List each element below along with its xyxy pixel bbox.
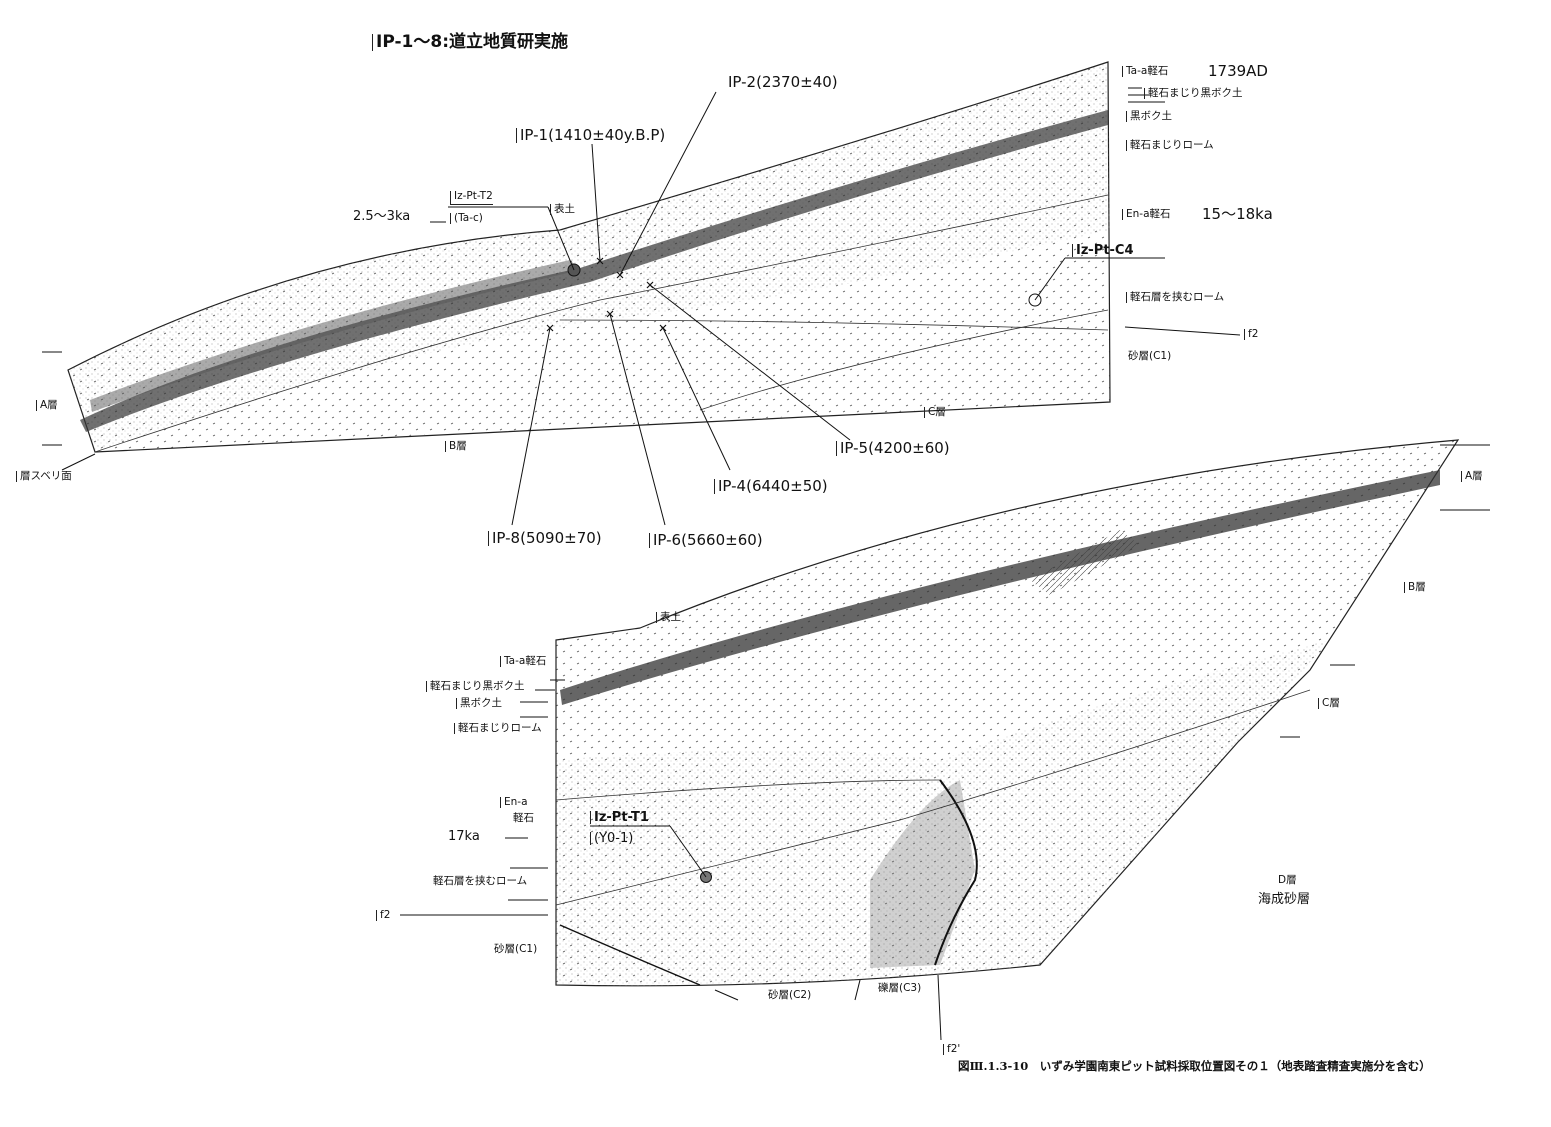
legend-ta-a: Ta-a軽石	[1122, 66, 1168, 77]
legend-pumice-loam: 軽石まじりローム	[1126, 140, 1214, 151]
lower-f2-label: f2	[376, 910, 390, 921]
lower-gravel-c3-label: 礫層(C3)	[878, 982, 922, 994]
iz-pt-t2-label: Iz-Pt-T2	[450, 191, 493, 205]
slip-surface-label: 層スベリ面	[16, 471, 72, 482]
iz-pt-c4-label: Iz-Pt-C4	[1072, 244, 1134, 257]
lower-c-layer-label: C層	[1318, 698, 1340, 709]
upper-layer-boundary	[94, 194, 1109, 453]
lower-pumice-label: 軽石	[513, 812, 534, 824]
upper-leaders	[42, 87, 1241, 526]
upper-f2-label: f2	[1244, 329, 1258, 340]
upper-b-layer-label: B層	[445, 441, 467, 452]
legend-loam-pumice: 軽石層を挟むローム	[1126, 292, 1224, 303]
lower-fault	[934, 779, 978, 966]
lower-dark-band	[560, 470, 1440, 705]
lower-black-label: 黒ボク土	[456, 698, 502, 709]
sample-ip6-label: IP-6(5660±60)	[649, 533, 763, 548]
lower-ta-a-label: Ta-a軽石	[500, 656, 546, 667]
sample-ip2-label: IP-2(2370±40)	[728, 73, 838, 91]
lower-layer-boundary-2	[555, 779, 941, 801]
ta-c-label: (Ta-c)	[450, 213, 483, 224]
upper-layer-boundary-2	[559, 319, 1109, 331]
legend-pumice-black: 軽石まじり黒ボク土	[1144, 88, 1243, 99]
lower-hyodo-label: 表土	[656, 612, 681, 623]
lower-pumice-black-label: 軽石まじり黒ボク土	[426, 681, 525, 692]
figure-caption: 図Ⅲ.1.3-10 いずみ学園南東ピット試料採取位置図その１（地表踏査精査実施分…	[958, 1059, 1431, 1073]
yo1-label: (Y0-1)	[590, 832, 633, 845]
lower-leaders	[400, 444, 1490, 1041]
upper-dark-band	[80, 110, 1108, 432]
iz-pt-t1-label: Iz-Pt-T1	[590, 811, 649, 824]
lower-a-layer-label: A層	[1461, 471, 1483, 482]
lower-sand-c2-label: 砂層(C2)	[768, 989, 812, 1001]
legend-ta-a-age: 1739AD	[1208, 62, 1268, 80]
upper-a-layer-label: A層	[36, 400, 58, 411]
upper-section	[42, 61, 1241, 526]
lower-age-label: 17ka	[448, 829, 480, 844]
sample-ip4-label: IP-4(6440±50)	[714, 479, 828, 494]
lower-gravel-zone	[870, 780, 975, 968]
upper-c-layer-label: C層	[924, 407, 946, 418]
lower-section	[400, 439, 1490, 1041]
lower-sand-c1-label: 砂層(C1)	[494, 943, 538, 955]
lower-slip	[559, 924, 701, 986]
lower-d-layer-label: D層	[1278, 874, 1297, 886]
lower-hatched-zone	[1030, 530, 1140, 595]
legend-en-a-age: 15〜18ka	[1202, 205, 1273, 223]
lower-fine-texture	[556, 750, 1040, 986]
lower-en-a-label: En-a	[500, 797, 528, 808]
upper-fine-texture	[68, 62, 1110, 452]
sample-ip5-label: IP-5(4200±60)	[836, 441, 950, 456]
lower-loam-pumice-label: 軽石層を挟むローム	[433, 875, 528, 887]
upper-dark-band-2	[90, 260, 580, 412]
lower-f2-prime-label: f2'	[943, 1044, 960, 1055]
legend-en-a: En-a軽石	[1122, 209, 1171, 220]
upper-hyodo-label: 表土	[550, 204, 575, 215]
lower-fine-texture-2	[940, 640, 1330, 965]
sample-ip8-label: IP-8(5090±70)	[488, 531, 602, 546]
upper-sand-c1-label: 砂層(C1)	[1128, 350, 1172, 362]
upper-age-label: 2.5〜3ka	[353, 209, 411, 224]
marine-sand-label: 海成砂層	[1258, 892, 1311, 907]
sample-ip1-label: IP-1(1410±40y.B.P)	[516, 128, 665, 143]
lower-layer-boundary	[555, 689, 1311, 906]
lower-b-layer-label: B層	[1404, 582, 1426, 593]
lower-pumice-loam-label: 軽石まじりローム	[454, 723, 542, 734]
header-title: IP-1〜8:道立地質研実施	[372, 34, 568, 51]
legend-black: 黒ボク土	[1126, 111, 1172, 122]
upper-layer-boundary-3	[699, 309, 1109, 411]
